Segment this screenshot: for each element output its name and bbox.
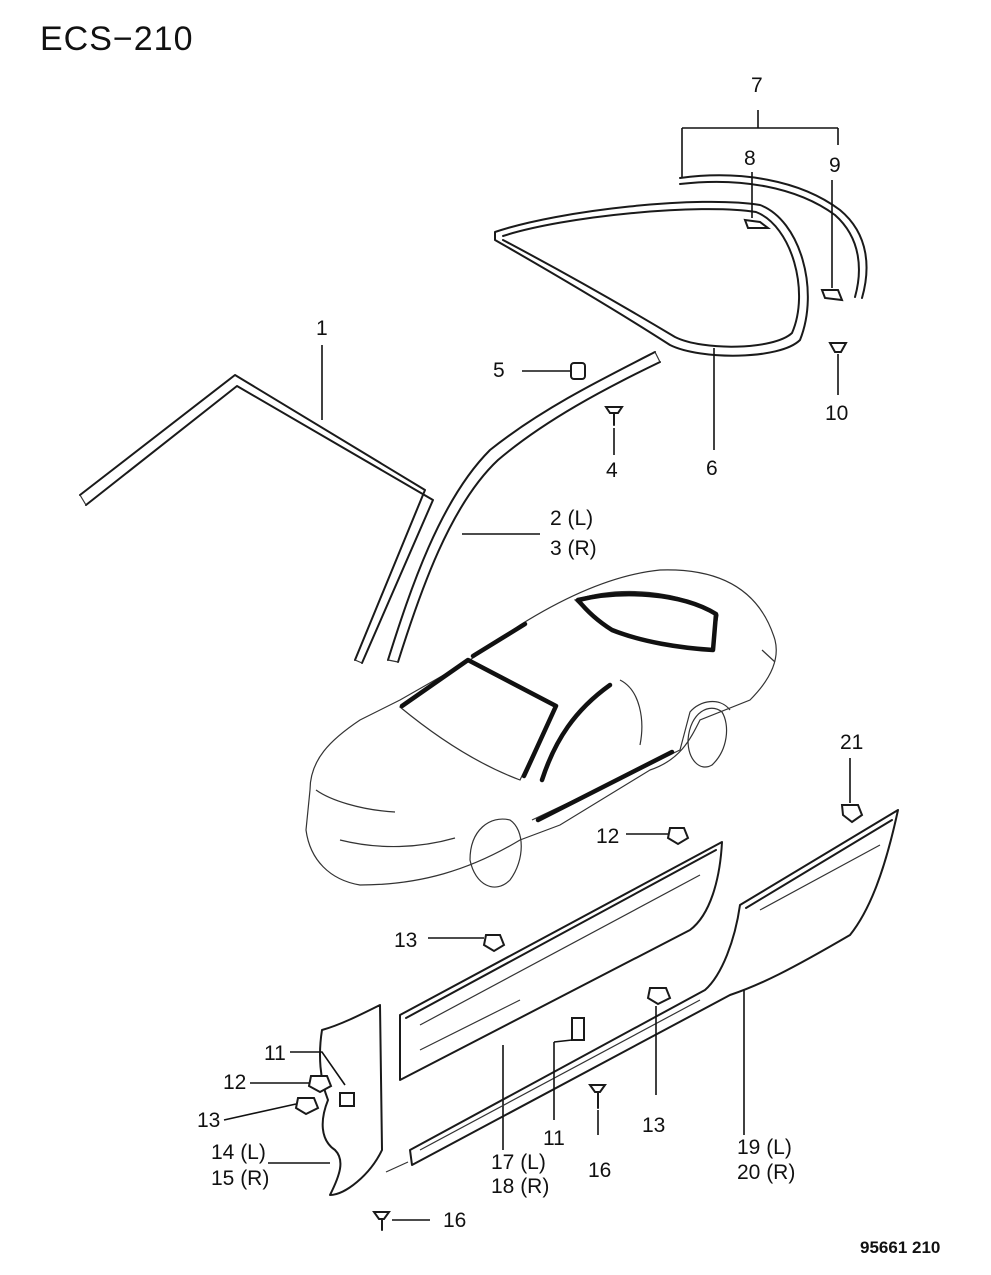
callout-8: 8 xyxy=(744,147,756,170)
callout-17-left: 17 (L) xyxy=(491,1151,546,1174)
callout-2-left: 2 (L) xyxy=(550,507,594,530)
callout-7: 7 xyxy=(751,74,763,97)
callout-13-upper: 13 xyxy=(394,929,418,952)
callout-20-right: 20 (R) xyxy=(737,1161,796,1184)
screw-part-4 xyxy=(604,406,624,455)
callout-13-right: 13 xyxy=(642,1114,666,1137)
callout-12-upper: 12 xyxy=(596,825,620,848)
callout-1: 1 xyxy=(316,317,328,340)
rear-pillar-molding-set xyxy=(679,110,868,302)
callout-5: 5 xyxy=(493,359,505,382)
callout-9: 9 xyxy=(829,154,841,177)
rear-side-molding xyxy=(409,809,899,1166)
callout-14-left: 14 (L) xyxy=(211,1141,266,1164)
callout-11-left: 11 xyxy=(264,1042,286,1065)
callout-18-right: 18 (R) xyxy=(491,1175,550,1198)
fastener-clips xyxy=(223,758,864,1231)
callout-12-left: 12 xyxy=(223,1071,247,1094)
callout-10: 10 xyxy=(825,402,849,425)
callout-3-right: 3 (R) xyxy=(550,537,597,560)
callout-13-left: 13 xyxy=(197,1109,221,1132)
callout-16-bottom: 16 xyxy=(443,1209,467,1232)
callout-21: 21 xyxy=(840,731,864,754)
windshield-side-molding xyxy=(387,351,661,663)
clip-part-10 xyxy=(828,342,848,395)
callout-15-right: 15 (R) xyxy=(211,1167,270,1190)
door-side-molding xyxy=(399,841,723,1150)
callout-16-mid: 16 xyxy=(588,1159,612,1182)
callout-11-mid: 11 xyxy=(543,1127,565,1150)
callout-19-left: 19 (L) xyxy=(737,1136,792,1159)
diagram-code: ECS−210 xyxy=(40,20,194,58)
rear-window-molding xyxy=(494,200,809,450)
door-window-molding xyxy=(79,374,434,664)
clip-part-5 xyxy=(522,362,586,380)
image-number: 95661 210 xyxy=(860,1238,941,1257)
callout-4: 4 xyxy=(606,459,618,482)
car-body-outline xyxy=(305,569,777,888)
callout-6: 6 xyxy=(706,457,718,480)
fender-molding xyxy=(268,1004,409,1196)
